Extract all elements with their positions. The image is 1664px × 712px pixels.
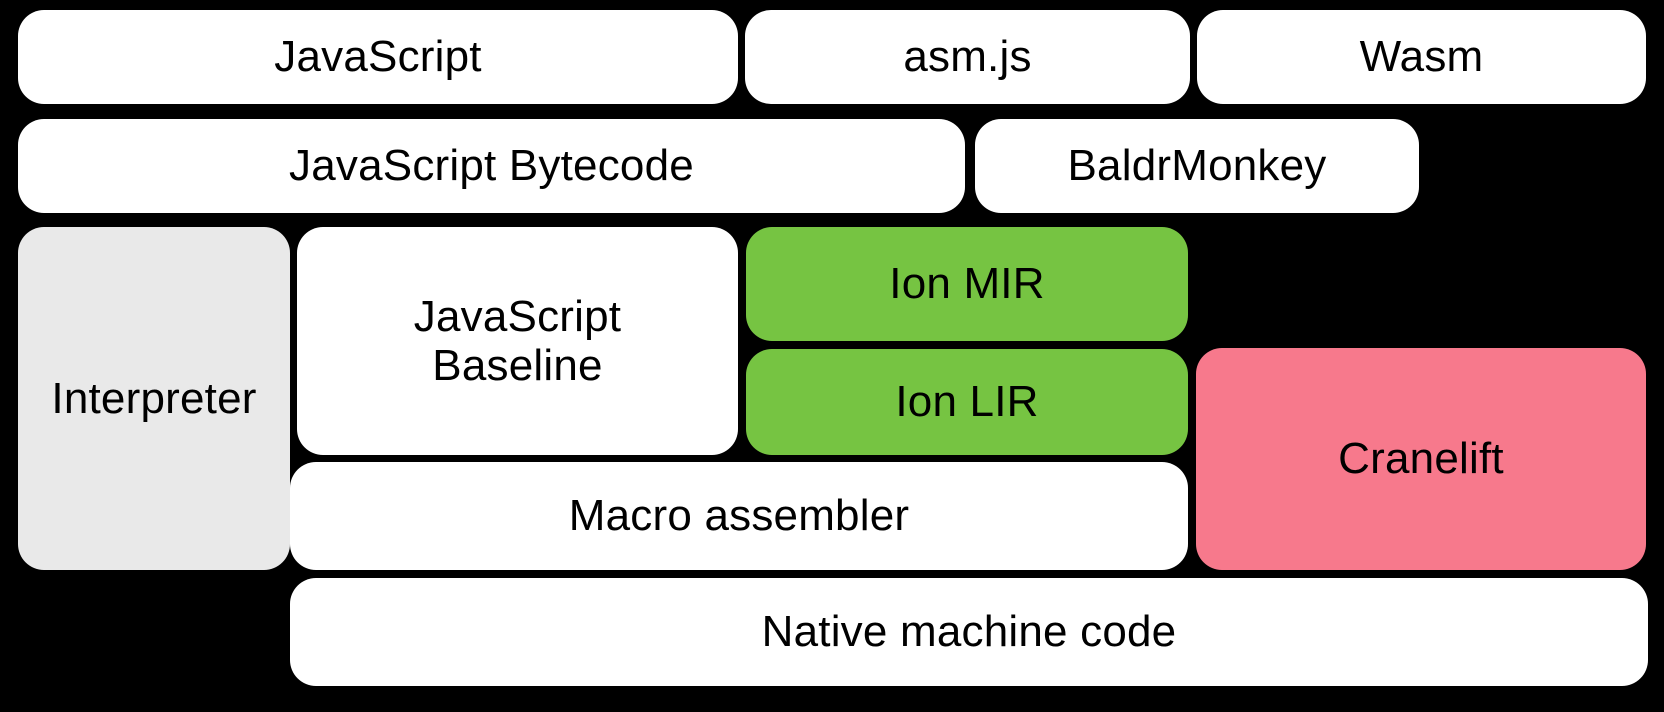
node-label: Interpreter [51, 373, 257, 423]
node-label: Wasm [1359, 32, 1484, 82]
node-native-machine-code: Native machine code [290, 578, 1648, 686]
node-label: JavaScript Baseline [413, 291, 622, 390]
node-cranelift: Cranelift [1196, 348, 1646, 570]
node-label: BaldrMonkey [1067, 141, 1327, 191]
node-ion-lir: Ion LIR [746, 349, 1188, 455]
node-label: JavaScript [274, 32, 482, 82]
node-label: Native machine code [761, 607, 1177, 657]
node-asm-js: asm.js [745, 10, 1190, 104]
node-label: asm.js [903, 32, 1032, 82]
node-macro-assembler: Macro assembler [290, 462, 1188, 570]
node-label: Ion MIR [889, 259, 1045, 309]
node-label: Cranelift [1338, 434, 1504, 484]
node-label: JavaScript Bytecode [289, 141, 694, 191]
node-label: Ion LIR [895, 377, 1039, 427]
node-ion-mir: Ion MIR [746, 227, 1188, 341]
node-javascript-bytecode: JavaScript Bytecode [18, 119, 965, 213]
node-wasm: Wasm [1197, 10, 1646, 104]
node-interpreter: Interpreter [18, 227, 290, 570]
node-javascript-baseline: JavaScript Baseline [297, 227, 738, 455]
node-label: Macro assembler [568, 491, 910, 541]
node-javascript: JavaScript [18, 10, 738, 104]
node-baldrmonkey: BaldrMonkey [975, 119, 1419, 213]
